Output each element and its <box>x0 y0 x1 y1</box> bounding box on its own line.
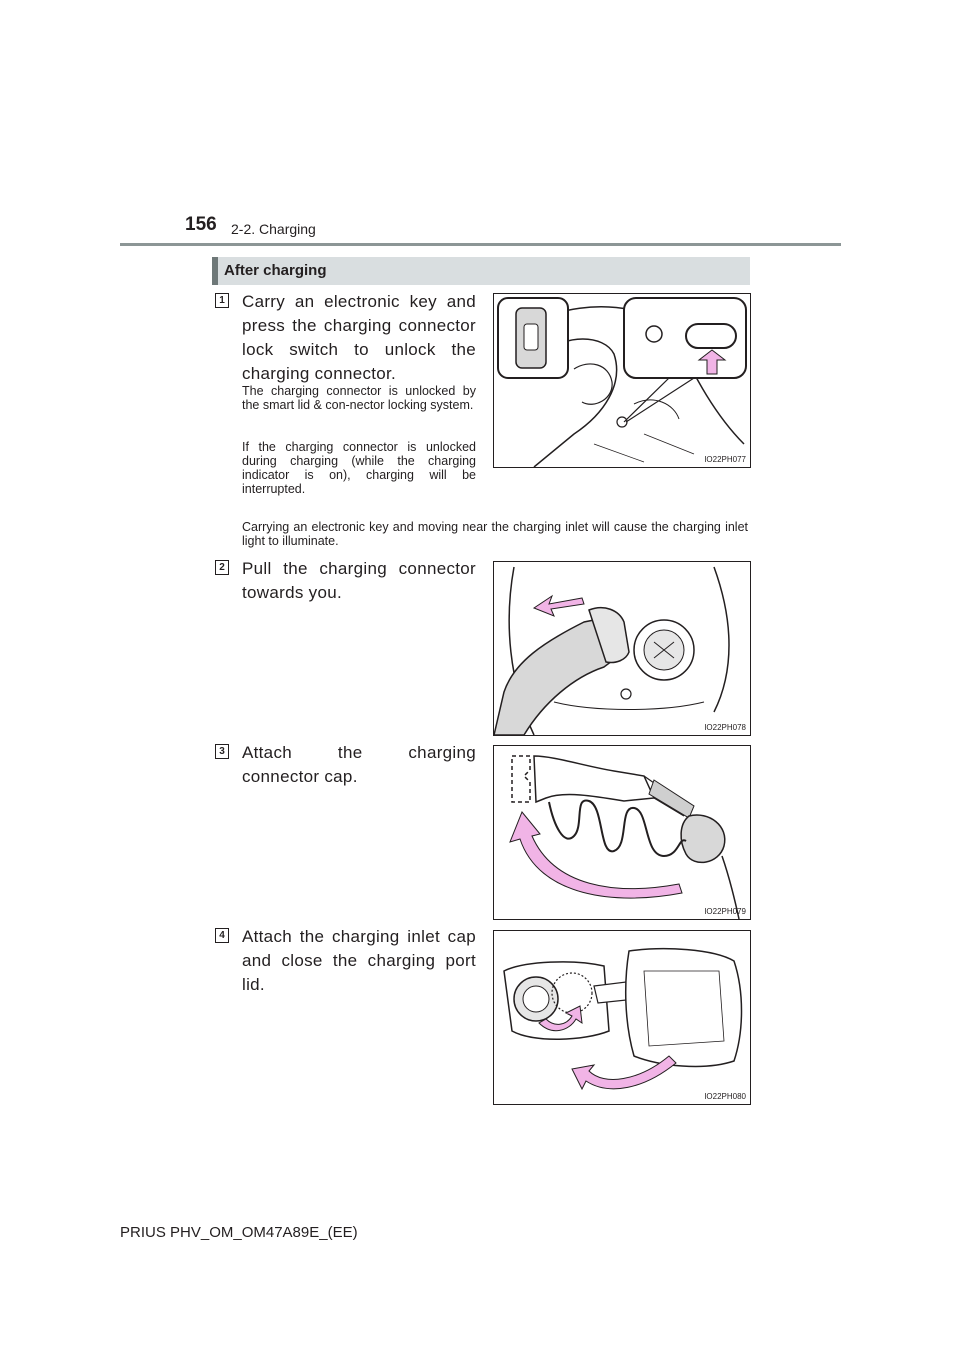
section-title-bar <box>212 257 218 285</box>
figure-pull-connector: IO22PH078 <box>493 561 751 736</box>
figure-inlet-cap-lid: IO22PH080 <box>493 930 751 1105</box>
section-title-box: After charging <box>212 257 750 285</box>
footer-doc-code: PRIUS PHV_OM_OM47A89E_(EE) <box>120 1224 358 1241</box>
step-number-2: 2 <box>215 560 229 575</box>
figure-connector-cap: IO22PH079 <box>493 745 751 920</box>
step-1-note-1: The charging connector is unlocked by th… <box>242 384 476 412</box>
figure-code-3: IO22PH079 <box>704 907 746 916</box>
step-1-text: Carry an electronic key and press the ch… <box>242 292 476 383</box>
header-rule <box>120 243 841 246</box>
figure-code-1: IO22PH077 <box>704 455 746 464</box>
step-number-3: 3 <box>215 744 229 759</box>
step-4-text: Attach the charging inlet cap and close … <box>242 927 476 994</box>
figure-code-2: IO22PH078 <box>704 723 746 732</box>
page-number: 156 <box>185 214 217 235</box>
step-number-1: 1 <box>215 293 229 308</box>
step-1-note-2: If the charging connector is unlocked du… <box>242 440 476 496</box>
wide-note: Carrying an electronic key and moving ne… <box>242 520 748 548</box>
figure-code-4: IO22PH080 <box>704 1092 746 1101</box>
section-title: After charging <box>224 262 327 279</box>
step-3-text: Attach the charging connector cap. <box>242 743 476 786</box>
step-2-text: Pull the charging connector towards you. <box>242 559 476 602</box>
section-header: 2-2. Charging <box>231 221 316 237</box>
step-number-4: 4 <box>215 928 229 943</box>
figure-connector-lock-switch: IO22PH077 <box>493 293 751 468</box>
